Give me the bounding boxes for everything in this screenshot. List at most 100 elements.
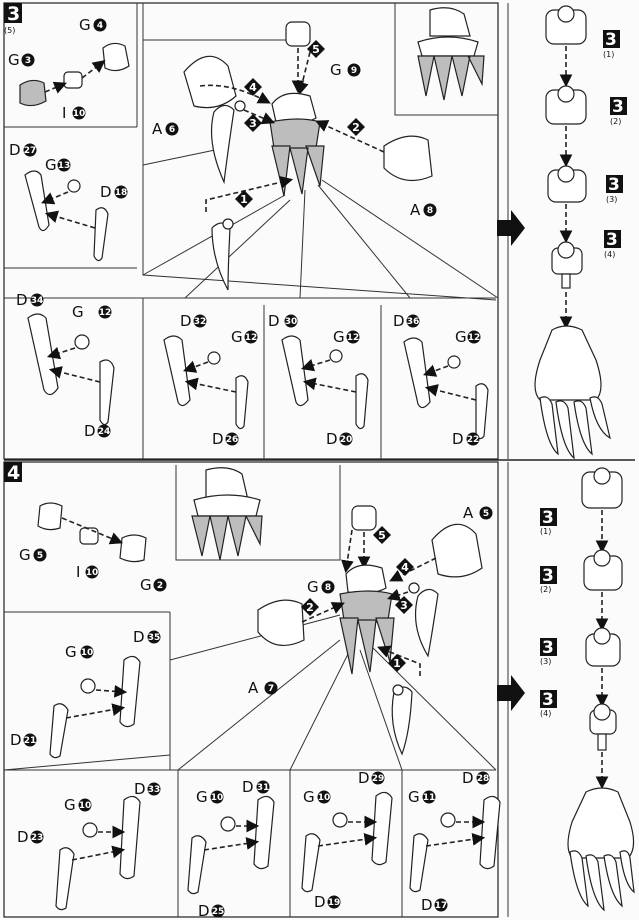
label-letter: I — [76, 563, 80, 581]
label-num: 28 — [477, 774, 490, 784]
seq-sub: (4) — [540, 709, 551, 718]
label-num: 19 — [328, 898, 341, 908]
label-letter: D — [212, 430, 224, 448]
label-num: 12 — [468, 333, 481, 343]
seq-final-claw — [534, 325, 611, 460]
label-letter: A — [463, 504, 474, 522]
seq-step: 3 — [542, 638, 554, 658]
inset-3a: G 4 G 3 I 10 — [8, 16, 130, 122]
label-letter: D — [268, 312, 280, 330]
label-num: 10 — [73, 109, 86, 119]
label-letter: D — [393, 312, 405, 330]
step-number: 3 — [7, 3, 20, 25]
label-num: 34 — [31, 296, 44, 306]
label-num: 2 — [157, 581, 163, 591]
label-letter: G — [65, 643, 77, 661]
label-num: 31 — [257, 783, 270, 793]
label-num: 17 — [435, 901, 448, 911]
seq-item-4: 3 (4) — [551, 230, 621, 289]
label-num: 10 — [79, 801, 92, 811]
label-letter: G — [19, 546, 31, 564]
label-letter: I — [62, 104, 66, 122]
order-num: 1 — [393, 657, 401, 670]
label-letter: G — [333, 328, 345, 346]
label-num: 7 — [268, 684, 274, 694]
arrow-right-icon — [497, 210, 525, 246]
seq-step: 3 — [605, 30, 617, 50]
label-num: 10 — [81, 648, 94, 658]
step-badge-3: 3 (5) — [4, 3, 22, 35]
label-num: 6 — [169, 125, 175, 135]
part-g4 — [102, 42, 130, 72]
label-letter: D — [314, 893, 326, 911]
seq-item-2: 3 (2) — [545, 85, 627, 126]
label-letter: G — [140, 576, 152, 594]
part-d24 — [99, 359, 115, 426]
order-num: 2 — [352, 121, 360, 134]
seq-sub: (2) — [610, 117, 621, 126]
arrow-right-icon — [497, 675, 525, 711]
label-num: 8 — [427, 206, 433, 216]
label-letter: D — [180, 312, 192, 330]
label-letter: D — [358, 769, 370, 787]
part-d18 — [93, 207, 109, 262]
label-letter: D — [421, 896, 433, 914]
seq-sub: (2) — [540, 585, 551, 594]
label-num: 25 — [212, 907, 225, 917]
inset-4c: G 10 D 33 D 23 — [17, 780, 161, 911]
part-i10 — [63, 71, 83, 89]
label-num: 26 — [226, 435, 239, 445]
finished-claw-inset — [417, 7, 485, 101]
section-4: 4 G 5 I 10 G 2 G 10 D 3 5 D 2 1 — [4, 462, 635, 920]
seq-item-4: 3 (4) — [540, 690, 617, 751]
seq-sub: (4) — [604, 250, 615, 259]
finished-claw-inset — [191, 467, 263, 561]
label-letter: D — [16, 291, 28, 309]
seq-item-1: 3 (1) — [545, 5, 620, 59]
seq-step: 3 — [608, 175, 620, 195]
seq-step: 3 — [612, 97, 624, 117]
label-letter: G — [307, 578, 319, 596]
label-num: 5 — [37, 551, 43, 561]
label-num: 23 — [31, 833, 44, 843]
seq-step: 3 — [606, 230, 618, 250]
label-letter: G — [45, 156, 57, 174]
label-letter: D — [198, 902, 210, 920]
seq-step: 3 — [542, 690, 554, 710]
label-num: 10 — [318, 793, 331, 803]
part-g3 — [19, 79, 47, 107]
inset-3d: D 32 G 12 D 26 — [163, 312, 258, 448]
label-letter: D — [326, 430, 338, 448]
label-letter: D — [134, 780, 146, 798]
inset-4f: G 11 D 28 D 17 — [408, 769, 501, 914]
label-letter: A — [152, 120, 163, 138]
order-num: 5 — [312, 43, 320, 56]
inset-4a: G 5 I 10 G 2 — [19, 502, 167, 594]
label-letter: G — [79, 16, 91, 34]
order-num: 3 — [249, 117, 257, 130]
seq-item-3: 3 (3) — [540, 627, 621, 667]
frames — [3, 2, 635, 918]
label-letter: D — [9, 141, 21, 159]
label-letter: D — [10, 731, 22, 749]
part-g13 — [67, 179, 81, 193]
label-letter: G — [303, 788, 315, 806]
label-letter: A — [248, 679, 259, 697]
step-sub: (5) — [4, 26, 15, 35]
label-num: 3 — [25, 56, 31, 66]
seq-sub: (3) — [540, 657, 551, 666]
main-assembly-4: 1 2 3 4 5 A 5 G 8 A 7 — [191, 467, 493, 756]
order-num: 4 — [401, 561, 409, 574]
part-a6 — [183, 55, 237, 109]
label-letter: D — [84, 422, 96, 440]
seq-sub: (1) — [540, 527, 551, 536]
label-num: 10 — [211, 793, 224, 803]
step-badge-4: 4 — [4, 462, 22, 484]
seq-sub: (1) — [603, 50, 614, 59]
section-3: 3 (5) G 4 G 3 I 10 D 27 G 13 — [4, 3, 627, 460]
sequence-3: 3 (1) 3 (2) 3 (3) — [497, 5, 627, 460]
label-num: 13 — [58, 161, 71, 171]
part-g12 — [74, 334, 90, 350]
label-letter: D — [452, 430, 464, 448]
